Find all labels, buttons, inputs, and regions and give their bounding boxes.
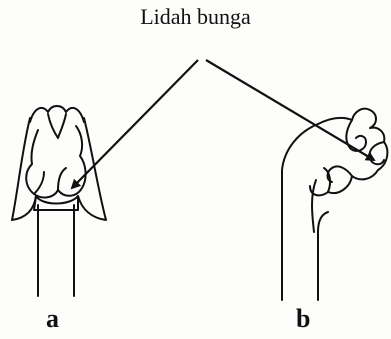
flower-a-tongue bbox=[26, 126, 85, 197]
flower-a bbox=[12, 106, 106, 296]
flower-b-stem bbox=[282, 124, 328, 300]
pointer-arrows bbox=[72, 60, 374, 188]
label-b: b bbox=[296, 304, 310, 334]
arrow-to-a bbox=[72, 60, 198, 188]
flower-a-left-petal bbox=[12, 118, 36, 220]
arrow-to-b bbox=[206, 60, 374, 160]
label-a: a bbox=[46, 304, 59, 334]
flower-a-crown bbox=[30, 106, 84, 122]
flower-b-coiled-tongue bbox=[310, 109, 387, 196]
flower-a-stem bbox=[38, 205, 74, 296]
